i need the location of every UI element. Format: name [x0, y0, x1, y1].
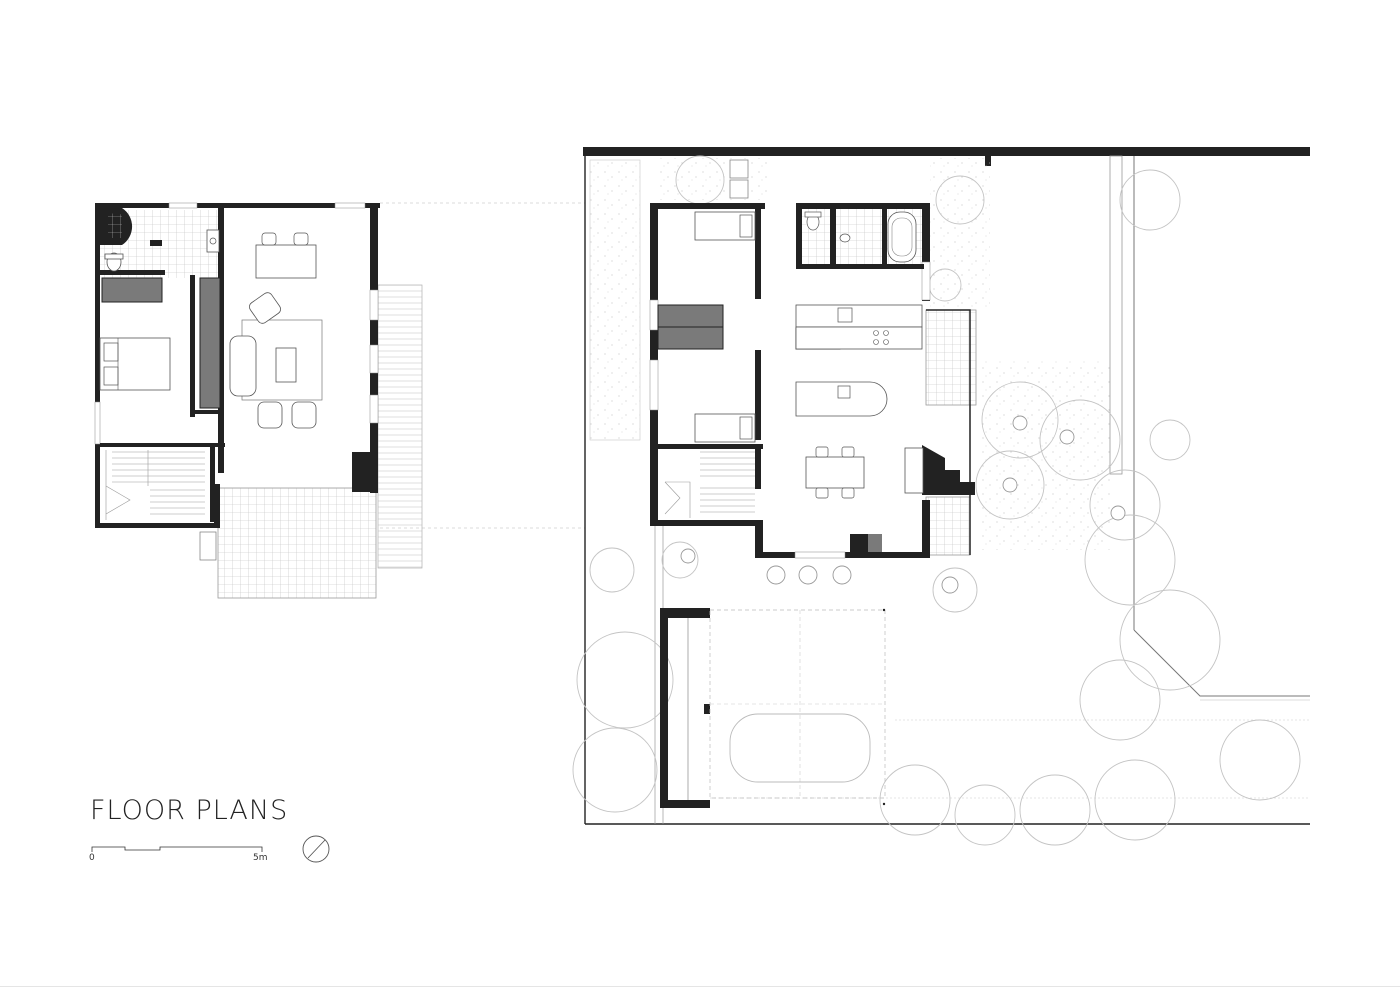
ground-basin	[839, 233, 851, 243]
site-boundary-wall	[583, 147, 1310, 156]
north-arrow-icon	[302, 835, 330, 863]
ground-stairs	[664, 451, 755, 518]
ground-wardrobe-2	[657, 326, 724, 350]
upper-wardrobe	[101, 277, 163, 303]
cooktop	[873, 330, 889, 345]
page-divider	[0, 986, 1400, 987]
kitchen-sink	[837, 307, 853, 323]
ground-dining-table	[805, 456, 865, 489]
upper-armchair	[249, 292, 281, 324]
scale-start-label: 0	[89, 853, 95, 863]
garden-bed-east	[930, 158, 990, 308]
garden-bed-north	[660, 158, 770, 200]
upper-deck	[377, 284, 423, 569]
drawing-title: FLOOR PLANS	[90, 795, 289, 826]
upper-wardrobe-tall	[199, 277, 221, 409]
garden-bed-west	[589, 159, 641, 441]
upper-stairs	[105, 450, 205, 520]
planters	[680, 415, 1126, 594]
upper-sofa	[229, 335, 257, 397]
scale-bar	[91, 846, 263, 852]
upper-armchair-1	[257, 401, 283, 429]
garden-wall	[1109, 155, 1123, 475]
upper-floor-plan	[94, 202, 585, 599]
kitchen-bench	[795, 304, 923, 328]
upper-dining-table	[255, 244, 317, 279]
upper-balcony	[217, 487, 377, 599]
east-patio	[925, 309, 977, 406]
garage-wall	[660, 608, 710, 808]
car-outline	[729, 713, 871, 783]
ground-floor-plan	[572, 147, 1310, 846]
ground-wardrobe-1	[657, 304, 724, 328]
fireplace	[922, 445, 975, 495]
scale-end-label: 5m	[253, 853, 268, 863]
trees	[572, 155, 1301, 846]
south-patio	[925, 496, 971, 556]
upper-basin	[206, 229, 220, 253]
upper-armchair-2	[291, 401, 317, 429]
kitchen-island	[795, 381, 888, 417]
upper-coffee-table	[275, 347, 297, 383]
